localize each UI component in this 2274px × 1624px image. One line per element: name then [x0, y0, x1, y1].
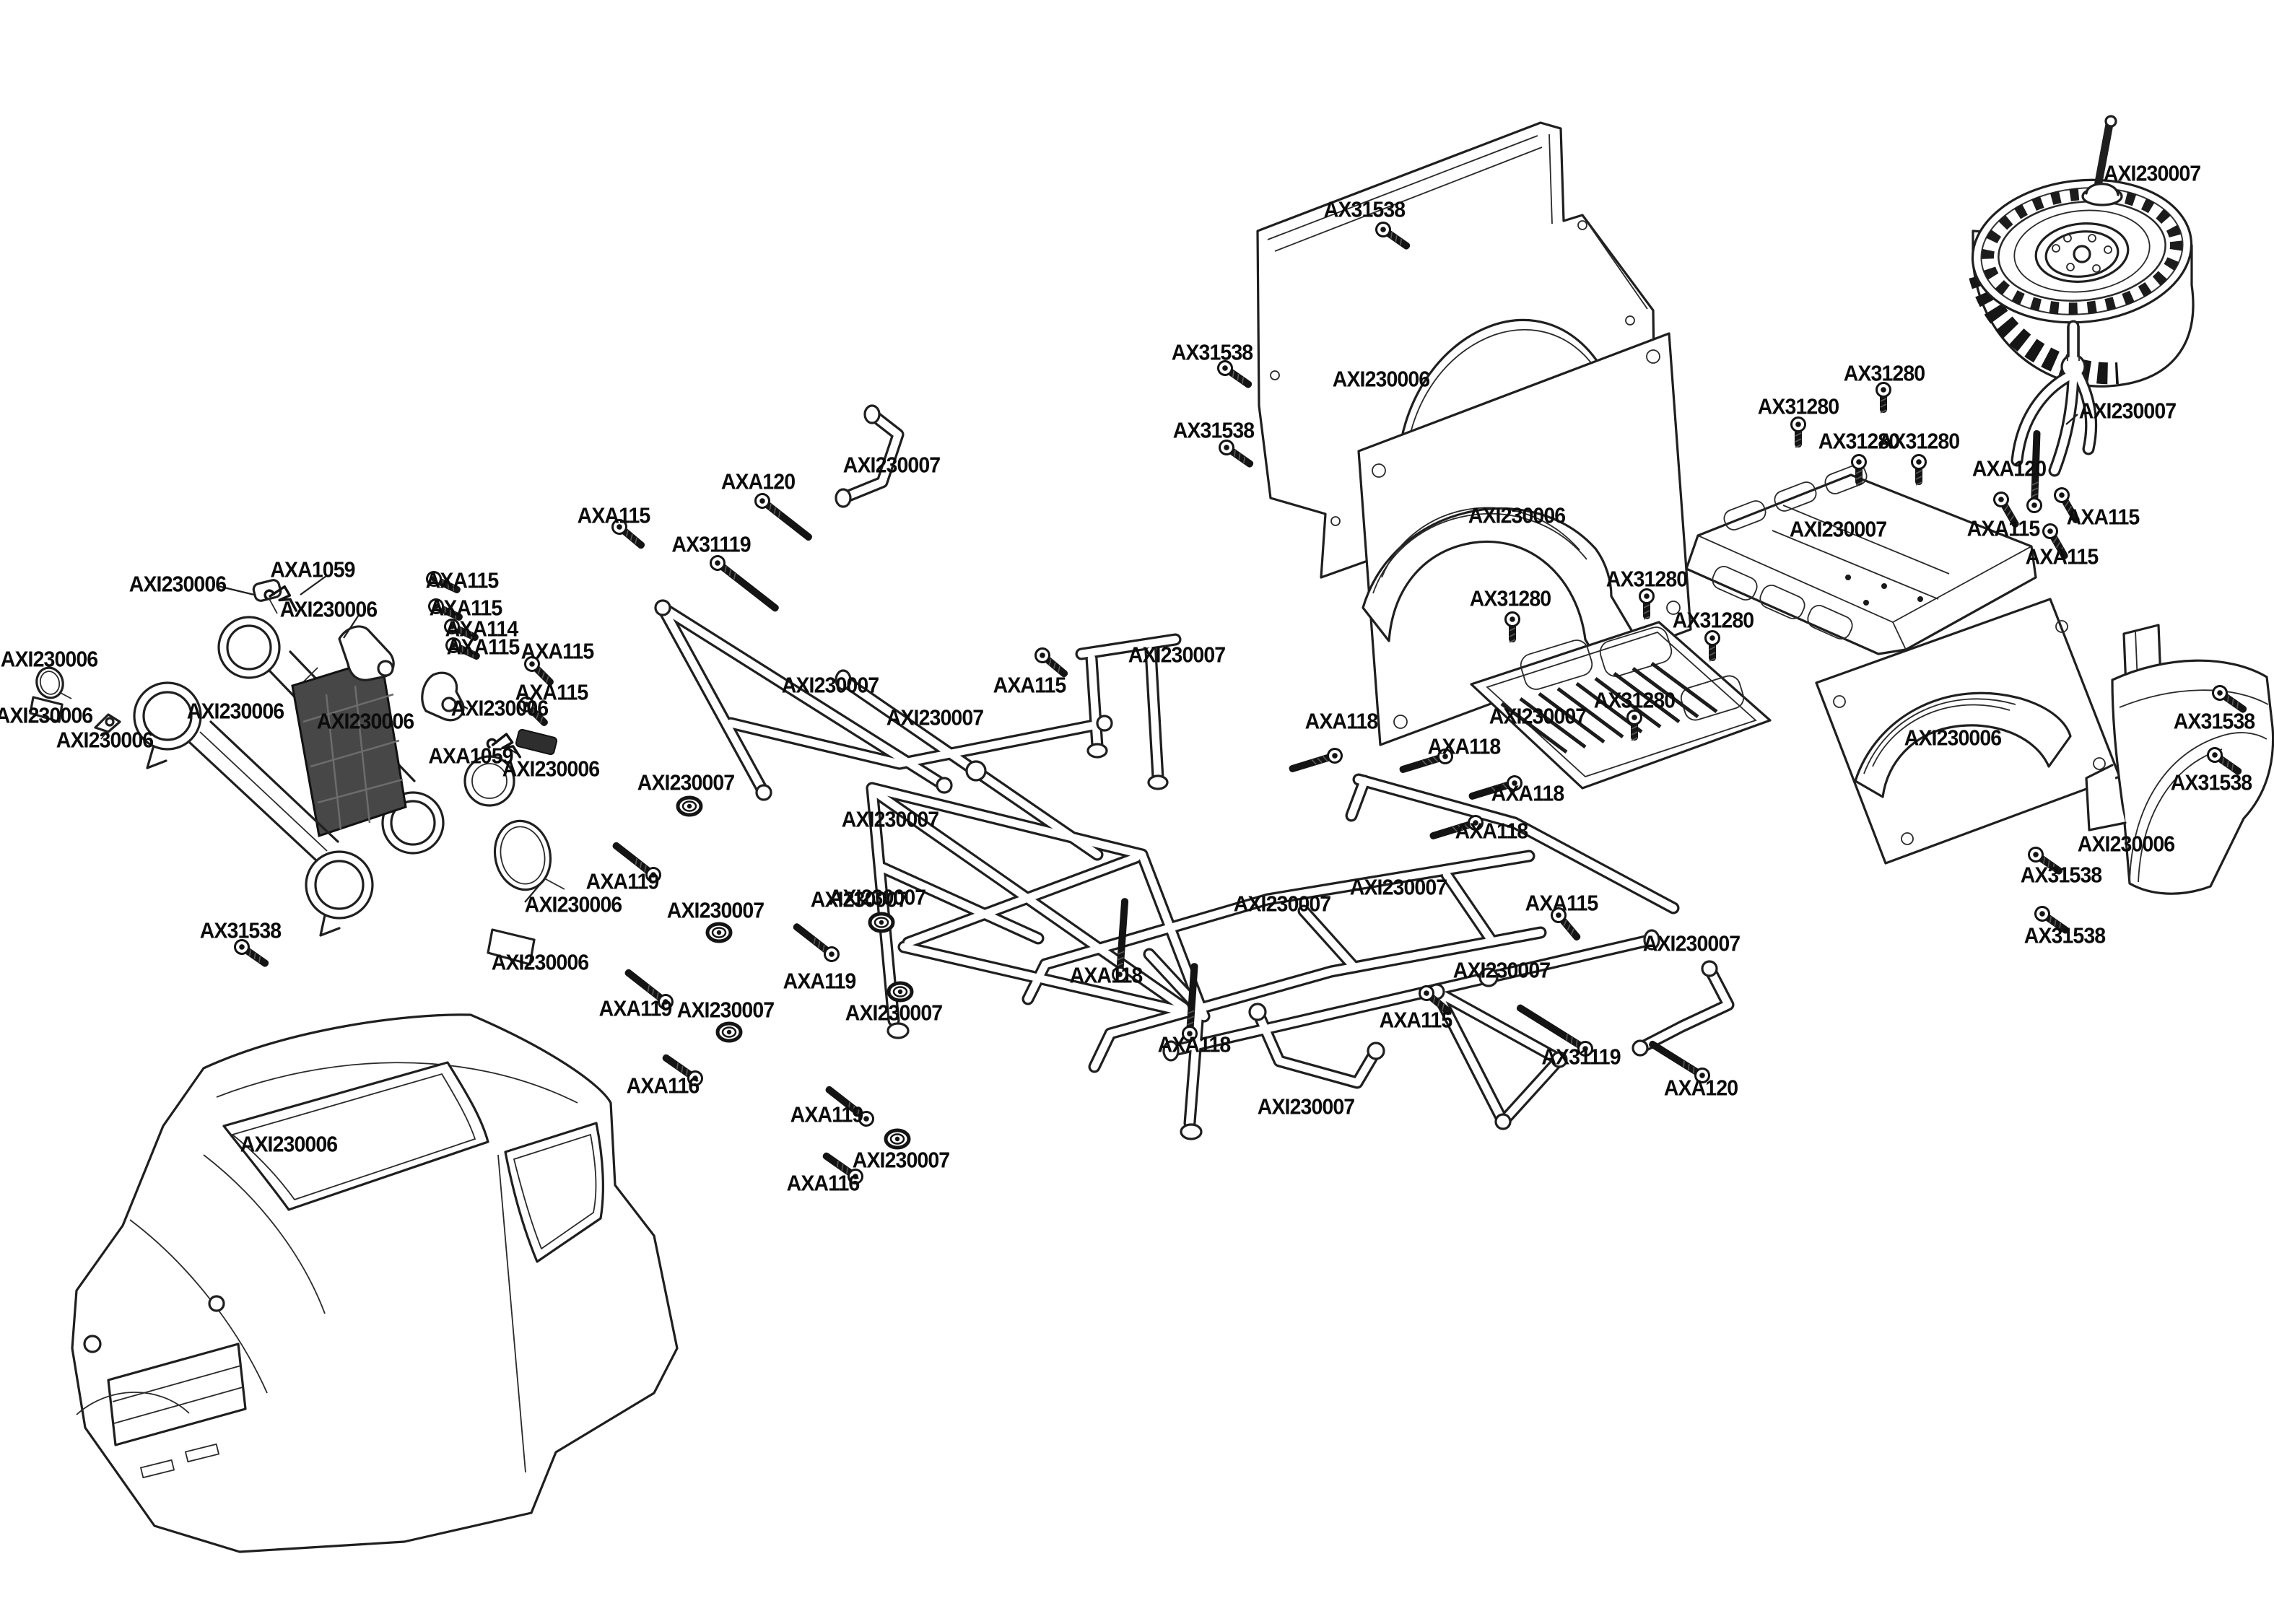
- bed-floor-part: [1470, 621, 1772, 790]
- body-clip-icon: [263, 585, 297, 612]
- screw-long-icon: [825, 1086, 874, 1127]
- screw-long-icon: [1399, 748, 1453, 773]
- screw-long-icon: [710, 555, 779, 612]
- body-clip-icon: [486, 733, 522, 759]
- screw-long-icon: [1289, 748, 1343, 772]
- screw-short-icon: [1217, 360, 1253, 388]
- washer-icon: [886, 981, 914, 1003]
- screw-short-icon: [524, 656, 554, 686]
- fastener-glyphs: [234, 222, 2247, 1184]
- leader-lines: [217, 414, 2078, 903]
- screw-vertical-icon: [1851, 454, 1867, 486]
- screw-short-icon: [444, 619, 479, 641]
- screw-long-icon: [662, 1054, 703, 1086]
- screw-long-icon: [1468, 775, 1522, 800]
- inner-fender-panel-part: [1815, 598, 2121, 865]
- screw-short-icon: [445, 637, 480, 660]
- front-fender-part: [2085, 659, 2274, 895]
- screw-vertical-icon: [1911, 454, 1927, 486]
- hood-panel-part: [1685, 464, 2037, 655]
- washer-icon: [868, 912, 895, 933]
- screw-short-icon: [426, 571, 461, 593]
- screw-short-icon: [1993, 492, 2019, 528]
- headlight-lens-part: [29, 666, 72, 723]
- hood-emblem-part: [94, 713, 121, 740]
- screw-long-icon: [1649, 1040, 1710, 1083]
- light-bucket-knuckle-part: [421, 671, 465, 722]
- screw-short-icon: [428, 598, 463, 621]
- hinge-part: [338, 625, 395, 681]
- screw-vertical-icon: [1704, 630, 1720, 662]
- washer-icon: [705, 922, 733, 943]
- mirror-part: [252, 579, 282, 614]
- spare-tire-part: [1969, 178, 2195, 388]
- screw-short-icon: [2207, 747, 2242, 775]
- screw-short-icon: [518, 697, 548, 726]
- screw-vertical-icon: [1504, 611, 1520, 643]
- washer-icon: [715, 1021, 743, 1043]
- screw-long-icon: [624, 969, 674, 1010]
- screw-short-icon: [2034, 906, 2070, 934]
- spare-tire-mount-part: [2011, 320, 2098, 477]
- mesh-grille-part: [291, 657, 407, 837]
- screw-long-icon: [1516, 1004, 1593, 1057]
- screw-long-icon: [1182, 963, 1198, 1042]
- screw-long-icon: [793, 923, 840, 962]
- screw-short-icon: [1419, 985, 1452, 1016]
- headlight-lens-part: [463, 755, 565, 966]
- screw-vertical-icon: [1639, 588, 1655, 620]
- screw-short-icon: [1551, 907, 1581, 941]
- screw-short-icon: [234, 939, 269, 967]
- screw-vertical-icon: [1626, 710, 1642, 741]
- tube-end-fittings: [654, 404, 1718, 1140]
- screw-long-icon: [612, 842, 661, 883]
- washer-icon: [884, 1128, 911, 1150]
- screw-short-icon: [2054, 487, 2080, 523]
- screw-long-icon: [1429, 815, 1484, 839]
- screw-long-icon: [2026, 430, 2042, 513]
- screw-long-icon: [754, 493, 813, 541]
- screw-long-icon: [822, 1152, 863, 1184]
- washer-icon: [676, 795, 703, 817]
- screw-short-icon: [611, 519, 645, 549]
- screw-short-icon: [2042, 523, 2068, 559]
- antenna-mount-part: [2081, 115, 2123, 206]
- screw-short-icon: [2212, 685, 2247, 713]
- screw-short-icon: [1375, 222, 1411, 250]
- screw-long-icon: [1112, 898, 1129, 982]
- screw-short-icon: [2028, 847, 2063, 875]
- clip-tool-part: [515, 728, 558, 756]
- cab-body-part: [71, 1013, 679, 1553]
- screw-vertical-icon: [1876, 382, 1891, 414]
- grille-assembly-group: [29, 579, 565, 966]
- screw-short-icon: [1219, 440, 1254, 468]
- screw-short-icon: [1034, 647, 1068, 678]
- screw-vertical-icon: [1790, 416, 1806, 448]
